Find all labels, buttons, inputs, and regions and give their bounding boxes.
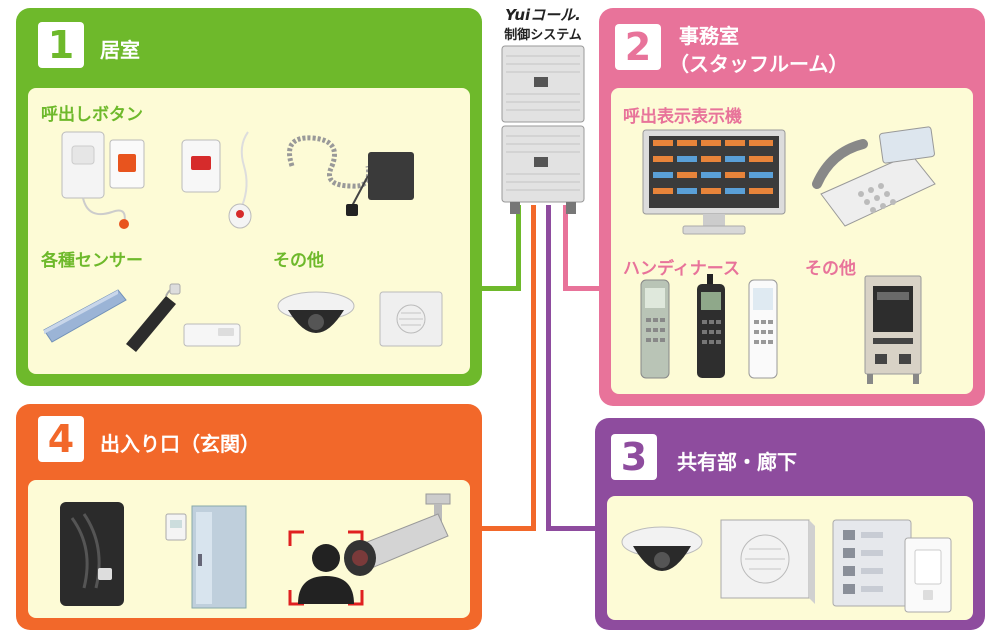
wall-switch-icon bbox=[904, 537, 952, 613]
switch-panel-icon bbox=[832, 519, 912, 607]
panel-number: 2 bbox=[615, 24, 661, 70]
panel-office: 2 事務室 （スタッフルーム） 呼出表示表示機 ハンディナース その他 bbox=[599, 8, 985, 406]
call-button-icon bbox=[61, 131, 145, 229]
speaker-icon bbox=[720, 519, 815, 604]
system-brand: Yuiコール. bbox=[505, 6, 581, 24]
wire-office bbox=[563, 286, 608, 291]
dome-camera-icon bbox=[277, 291, 355, 333]
panel-title-line2: （スタッフルーム） bbox=[669, 52, 849, 76]
handset-icon bbox=[748, 279, 778, 379]
wire-shared-v bbox=[546, 205, 551, 531]
door-icon bbox=[165, 505, 247, 609]
wire-room-v bbox=[516, 205, 521, 291]
control-system: Yuiコール. 制御システム bbox=[488, 2, 598, 217]
section-label-other: その他 bbox=[273, 251, 324, 271]
card-reader-icon bbox=[60, 502, 124, 606]
section-label-sensors: 各種センサー bbox=[41, 251, 143, 271]
wire-shared bbox=[546, 526, 604, 531]
panel-title: 居室 bbox=[100, 38, 140, 62]
wire-room bbox=[473, 286, 521, 291]
desk-phone-icon bbox=[812, 126, 936, 227]
cord-switch-icon bbox=[287, 135, 414, 216]
sensor-icon bbox=[126, 283, 181, 352]
panel-room: 1 居室 呼出しボタン 各種センサー その他 bbox=[16, 8, 482, 386]
panel-shared: 3 共有部・廊下 bbox=[595, 418, 985, 630]
panel-title-line1: 事務室 bbox=[679, 24, 739, 48]
control-unit-icon bbox=[501, 45, 585, 214]
wire-office-v bbox=[563, 205, 568, 291]
dome-camera-icon bbox=[621, 526, 703, 571]
pendant-button-icon bbox=[181, 131, 252, 229]
panel-number: 1 bbox=[38, 22, 84, 68]
panel-title: 出入り口（玄関） bbox=[100, 432, 260, 456]
panel-title: 共有部・廊下 bbox=[677, 450, 797, 474]
handset-icon bbox=[640, 279, 670, 379]
section-label-display: 呼出表示表示機 bbox=[623, 107, 742, 127]
bed-sensor-icon bbox=[43, 289, 127, 343]
door-sensor-icon bbox=[183, 323, 241, 347]
wire-entrance-v bbox=[531, 205, 536, 531]
section-label-other: その他 bbox=[805, 259, 856, 279]
section-label-call-button: 呼出しボタン bbox=[41, 105, 143, 125]
bullet-camera-icon bbox=[344, 493, 451, 576]
control-unit-icon bbox=[864, 275, 922, 384]
handset-icon bbox=[697, 274, 725, 378]
speaker-icon bbox=[379, 291, 443, 347]
panel-number: 4 bbox=[38, 416, 84, 462]
system-subtitle: 制御システム bbox=[504, 28, 582, 43]
panel-entrance: 4 出入り口（玄関） bbox=[16, 404, 482, 630]
display-monitor-icon bbox=[642, 129, 786, 235]
face-recognition-icon bbox=[288, 530, 364, 606]
panel-number: 3 bbox=[611, 434, 657, 480]
wire-entrance bbox=[466, 526, 536, 531]
